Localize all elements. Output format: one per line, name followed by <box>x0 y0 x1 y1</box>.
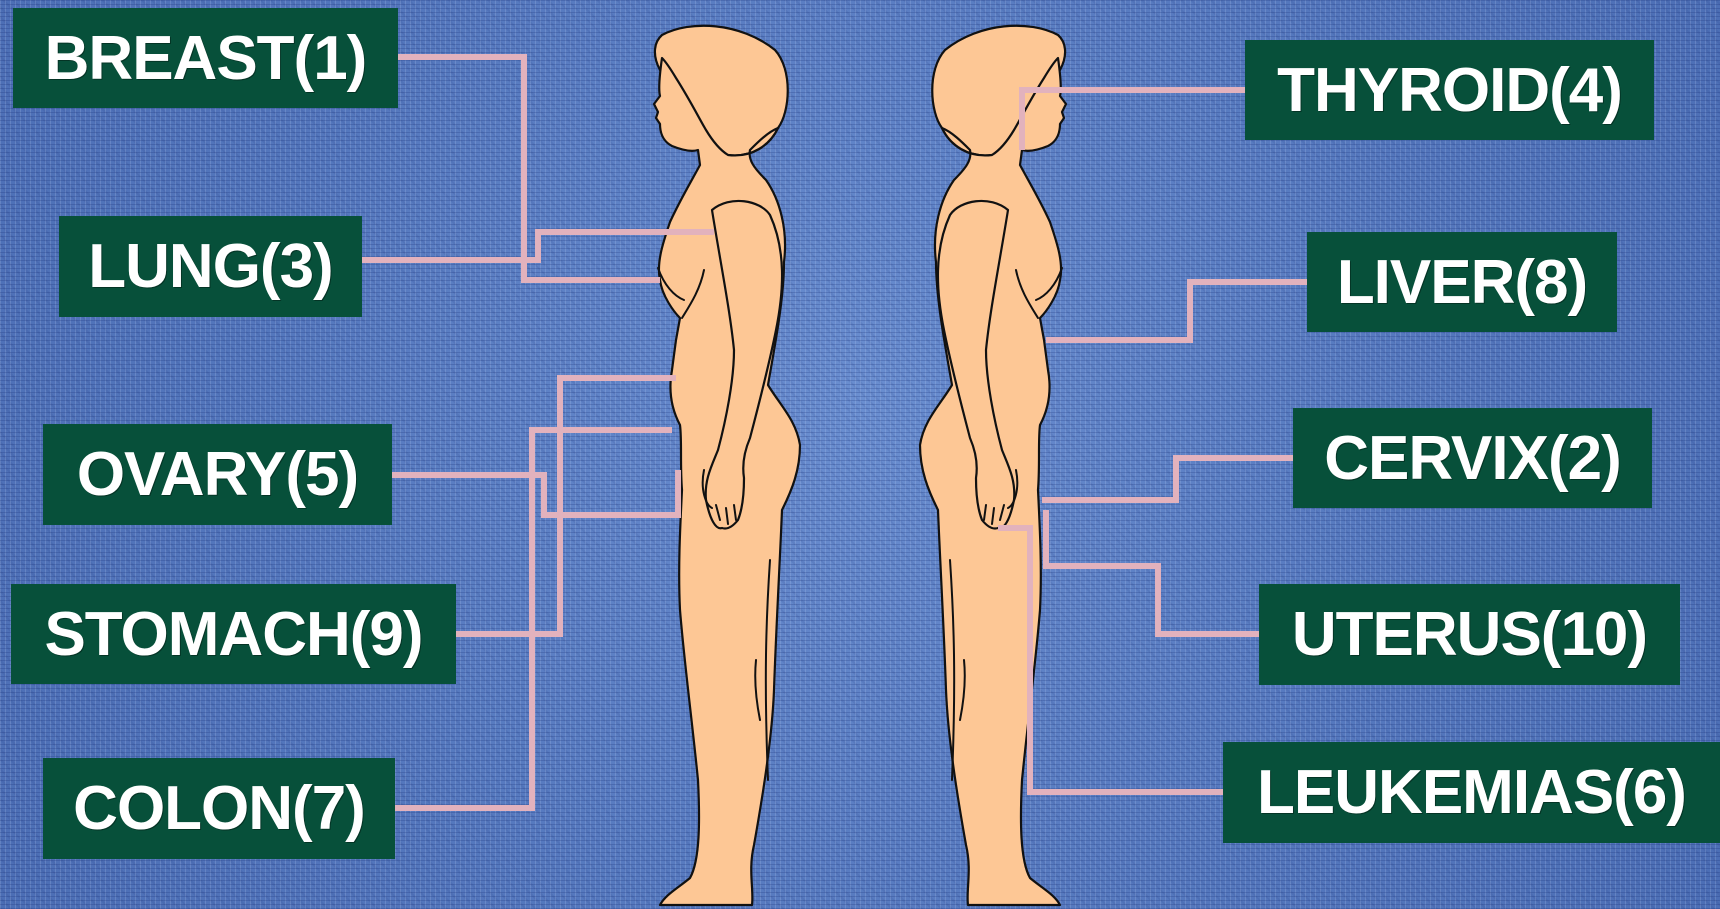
leukemias-label: LEUKEMIAS(6) <box>1223 742 1720 843</box>
uterus-label: UTERUS(10) <box>1259 584 1680 685</box>
thyroid-label: THYROID(4) <box>1245 40 1654 140</box>
uterus-connector <box>1046 510 1260 634</box>
cervix-label: CERVIX(2) <box>1293 408 1652 508</box>
stomach-connector <box>455 378 676 634</box>
ovary-label: OVARY(5) <box>43 424 392 525</box>
breast-label: BREAST(1) <box>13 8 398 108</box>
liver-label: LIVER(8) <box>1307 232 1617 332</box>
colon-label: COLON(7) <box>43 758 395 859</box>
cervix-connector <box>1042 458 1294 500</box>
liver-connector <box>1046 282 1308 340</box>
lung-label: LUNG(3) <box>59 216 362 317</box>
breast-connector <box>396 57 660 280</box>
right-female-figure <box>920 26 1066 905</box>
stomach-label: STOMACH(9) <box>11 584 456 684</box>
connector-lines <box>362 57 1308 808</box>
left-female-figure <box>654 26 800 905</box>
